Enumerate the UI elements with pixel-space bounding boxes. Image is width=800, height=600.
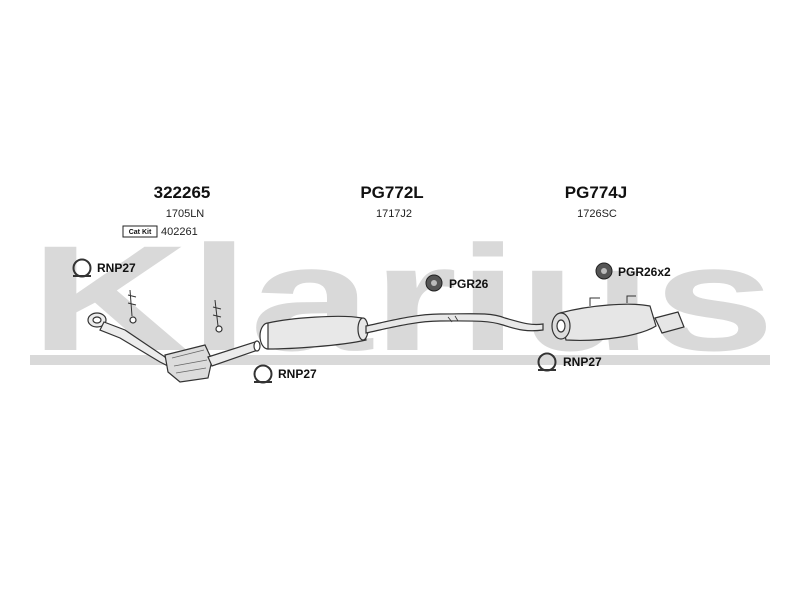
callout-label: PGR26x2	[618, 265, 671, 279]
rear-hangers	[589, 295, 636, 306]
clamp-ring-icon	[537, 352, 557, 372]
part-label-3: PG774J 1726SC	[565, 183, 627, 220]
downpipe	[99, 321, 172, 369]
rear-silencer	[559, 303, 657, 341]
intermediate-pipe	[365, 313, 544, 334]
front-pipe-catalyst	[87, 289, 261, 383]
cat-kit-label: Cat Kit	[129, 229, 152, 236]
callout-label: RNP27	[278, 367, 317, 381]
tailpipe	[654, 311, 685, 334]
rear-silencer-section	[551, 295, 685, 341]
callout-label: PGR26	[449, 277, 489, 291]
lambda-sensor-1	[127, 289, 137, 317]
callout-mount-2: PGR26x2	[595, 262, 671, 280]
part-code-2: PG772L	[360, 183, 423, 202]
callout-clamp-3: RNP27	[537, 352, 602, 372]
callout-mount-1: PGR26	[425, 274, 489, 292]
centre-silencer	[267, 315, 367, 350]
clamp-ring-icon	[72, 258, 92, 278]
clamp-ring-icon	[253, 364, 273, 384]
part-label-1: 322265 1705LN Cat Kit 402261	[122, 183, 211, 238]
callout-label: RNP27	[563, 355, 602, 369]
rubber-mount-icon	[595, 262, 613, 280]
part-label-2: PG772L 1717J2	[360, 183, 423, 220]
part-ref-3: 1726SC	[577, 208, 617, 220]
callout-clamp-1: RNP27	[72, 258, 136, 278]
cat-kit-badge	[122, 225, 158, 238]
watermark: Klarius	[30, 214, 775, 382]
lambda-sensor-2	[212, 299, 222, 327]
centre-silencer-section	[259, 313, 544, 350]
part-code-3: PG774J	[565, 183, 627, 202]
cat-kit-ref: 402261	[161, 226, 198, 238]
watermark-underline	[30, 355, 770, 365]
callout-label: RNP27	[97, 261, 136, 275]
part-ref-2: 1717J2	[376, 208, 412, 220]
part-code-1: 322265	[154, 183, 211, 202]
callout-clamp-2: RNP27	[253, 364, 317, 384]
part-ref-1: 1705LN	[166, 208, 205, 220]
rubber-mount-icon	[425, 274, 443, 292]
